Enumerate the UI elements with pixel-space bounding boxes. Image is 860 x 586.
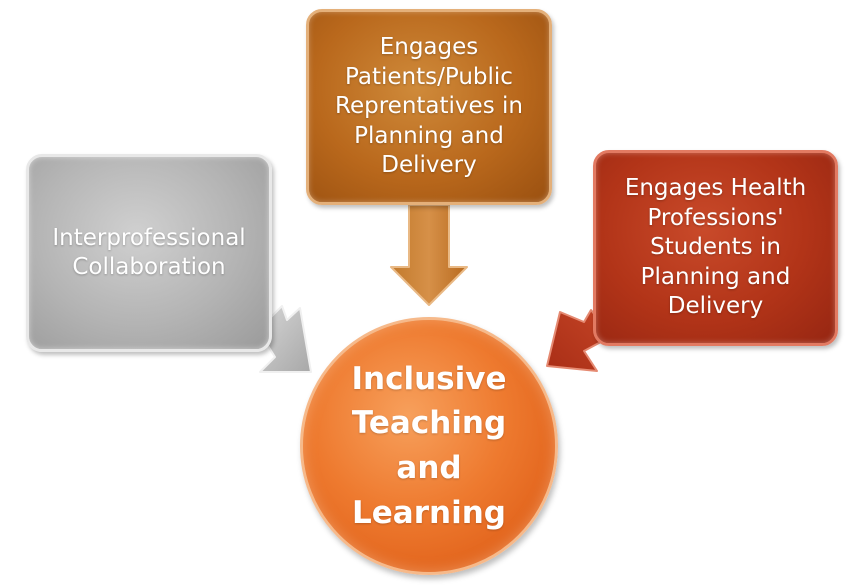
node-interprofessional-collaboration: Interprofessional Collaboration [26, 154, 272, 352]
center-node-inclusive-teaching: Inclusive Teaching and Learning [300, 317, 558, 575]
node-label: Engages Patients/Public Reprentatives in… [335, 34, 523, 179]
node-engages-patients: Engages Patients/Public Reprentatives in… [306, 9, 552, 205]
node-label: Engages Health Professions' Students in … [624, 175, 807, 320]
arrow-patients [390, 204, 468, 306]
center-label: Inclusive Teaching and Learning [351, 360, 507, 531]
node-label: Interprofessional Collaboration [52, 224, 246, 280]
node-engages-students: Engages Health Professions' Students in … [593, 150, 838, 346]
